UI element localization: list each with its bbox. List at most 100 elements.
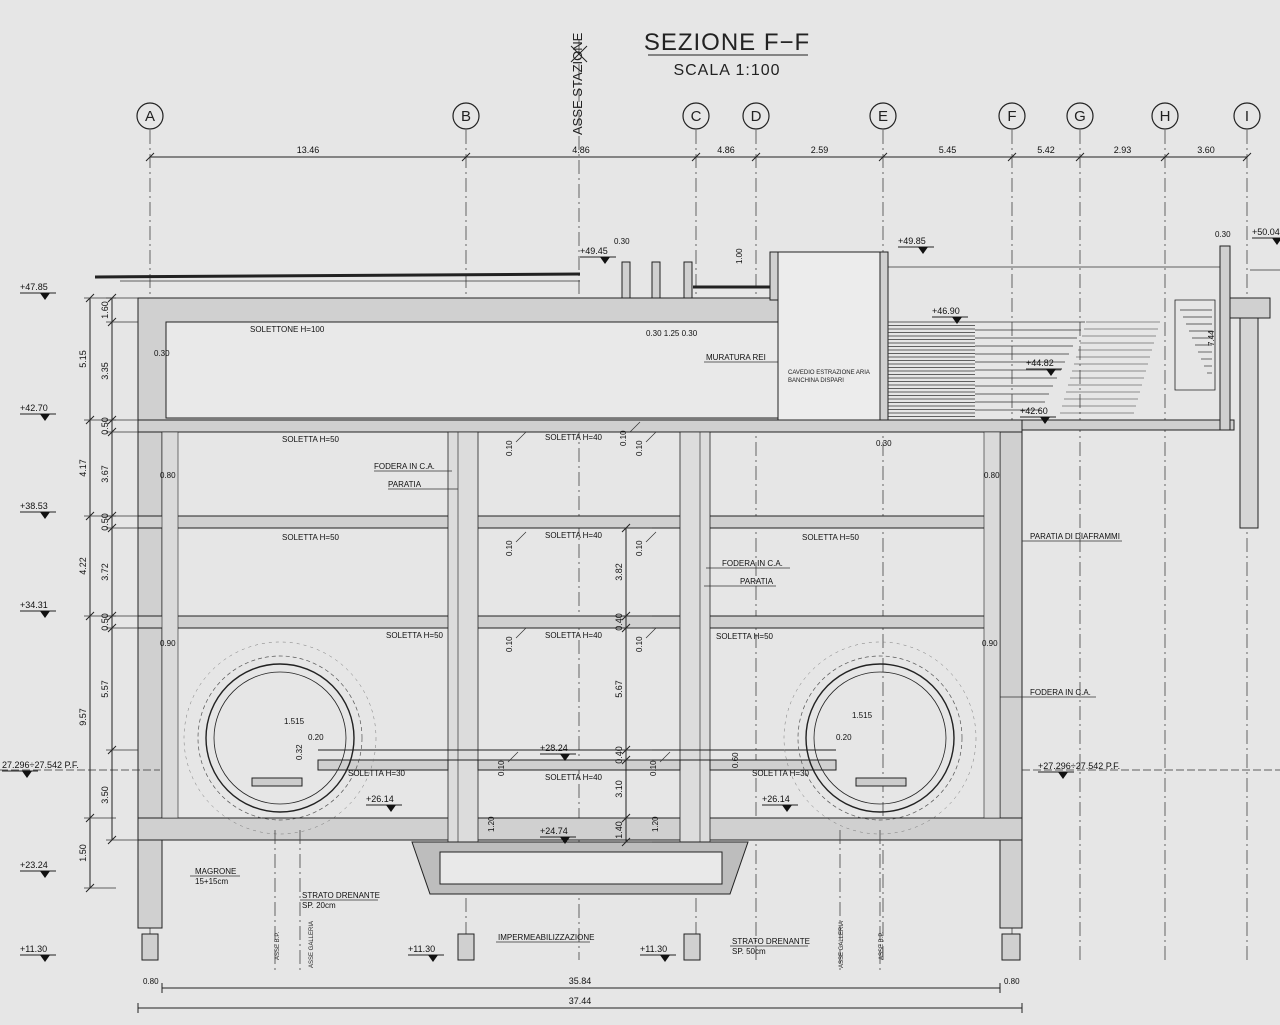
grid-label-4: E xyxy=(878,108,888,125)
label-strato-drenante-2: STRATO DRENANTE xyxy=(732,937,810,946)
label-cavedio-1: CAVEDIO ESTRAZIONE ARIA xyxy=(788,370,870,376)
dim-090-left: 0.90 xyxy=(160,639,176,648)
dim-010-2: 0.10 xyxy=(505,540,514,556)
pile-b xyxy=(457,933,475,961)
grid-spacing-3: 2.59 xyxy=(811,145,829,155)
dim-010-leader-2 xyxy=(515,531,527,543)
total-inner-width: 35.84 xyxy=(569,976,592,986)
label-magrone-thickness: 15+15cm xyxy=(195,877,228,886)
dim-030-right-top: 0.30 xyxy=(1215,230,1231,239)
right-top-beam xyxy=(1229,297,1271,319)
label-soletta50-a: SOLETTA H=50 xyxy=(282,435,340,444)
grid-spacing-6: 2.93 xyxy=(1114,145,1132,155)
ground-surface xyxy=(94,266,1280,289)
grid-bubble-8 xyxy=(1233,102,1261,130)
grid-bubble-3 xyxy=(742,102,770,130)
dim-030-cavedio: 0.30 xyxy=(876,439,892,448)
dim-010-leader-7 xyxy=(659,751,671,763)
grid-label-6: G xyxy=(1074,108,1086,125)
vdim-mid-value-4: 3.10 xyxy=(614,780,624,798)
dim-060: 0.60 xyxy=(731,752,740,768)
dim-010-leader-0 xyxy=(515,431,527,443)
grid-bubble-2 xyxy=(682,102,710,130)
dim-010-leader-3 xyxy=(645,531,657,543)
grid-bubble-4 xyxy=(869,102,897,130)
label-soletta40-d: SOLETTA H=40 xyxy=(545,773,603,782)
dim-100: 1.00 xyxy=(735,248,744,264)
right-pile xyxy=(1239,317,1259,529)
vdim-inner-value-3: 3.67 xyxy=(100,465,110,483)
vdim-inner-value-5: 3.72 xyxy=(100,563,110,581)
drawing-title: SEZIONE F−F xyxy=(644,29,810,56)
left-liner xyxy=(161,431,179,819)
label-soletta30-a: SOLETTA H=30 xyxy=(348,769,406,778)
pile-f xyxy=(1001,933,1021,961)
right-end-wall xyxy=(1219,245,1231,431)
grid-spacing-7: 3.60 xyxy=(1197,145,1215,155)
vdim-inner-value-6: 0.50 xyxy=(100,613,110,631)
grid-label-8: I xyxy=(1245,108,1249,125)
level-3853-marker xyxy=(40,512,50,519)
level-2614-b-marker xyxy=(782,805,792,812)
level-4945: +49.45 xyxy=(580,246,608,256)
label-soletta50-b: SOLETTA H=50 xyxy=(282,533,340,542)
vdim-outer-value-1: 4.17 xyxy=(78,459,88,477)
level-2729-left: 27.296÷27.542 P.F. xyxy=(2,760,79,770)
label-soletta40-c: SOLETTA H=40 xyxy=(545,631,603,640)
level-4985-marker xyxy=(918,247,928,254)
level-4690: +46.90 xyxy=(932,306,960,316)
dim-090-right: 0.90 xyxy=(982,639,998,648)
level-4270: +42.70 xyxy=(20,403,48,413)
cavedio-right-wall xyxy=(879,251,889,433)
label-fodera-1: FODERA IN C.A. xyxy=(374,462,435,471)
level-4785: +47.85 xyxy=(20,282,48,292)
dim-120-left: 1.20 xyxy=(487,816,496,832)
dim-010-1: 0.10 xyxy=(635,440,644,456)
vdim-inner-value-4: 0.50 xyxy=(100,513,110,531)
station-axis-label: ASSE STAZIONE xyxy=(570,32,585,135)
level-2614-b: +26.14 xyxy=(762,794,790,804)
label-asse-bp-1: ASSE B.P. xyxy=(275,931,281,960)
dim-1515-left: 1.515 xyxy=(284,717,305,726)
dim-010-leader-8 xyxy=(629,421,641,433)
label-soletta50-d: SOLETTA H=50 xyxy=(386,631,444,640)
vdim-mid-value-0: 3.82 xyxy=(614,563,624,581)
level-1130-b-marker xyxy=(428,955,438,962)
right-liner xyxy=(983,431,1001,819)
level-2324: +23.24 xyxy=(20,860,48,870)
dim-010-6: 0.10 xyxy=(497,760,506,776)
label-muratura: MURATURA REI xyxy=(706,353,766,362)
dim-032: 0.32 xyxy=(295,744,304,760)
label-cavedio-2: BANCHINA DISPARI xyxy=(788,378,844,384)
label-strato-thickness-2: SP. 50cm xyxy=(732,947,766,956)
label-paratia-diaframmi: PARATIA DI DIAFRAMMI xyxy=(1030,532,1120,541)
vdim-outer-value-4: 1.50 xyxy=(78,844,88,862)
parapet-right xyxy=(683,261,693,299)
grid-spacing-0: 13.46 xyxy=(297,145,320,155)
label-soletta40-b: SOLETTA H=40 xyxy=(545,531,603,540)
dim-080-right: 0.80 xyxy=(984,471,1000,480)
stairs xyxy=(888,299,1216,417)
vdim-mid-value-5: 1.40 xyxy=(614,821,624,839)
dim-744: 7.44 xyxy=(1207,330,1216,346)
level-3853: +38.53 xyxy=(20,501,48,511)
dim-010-leader-5 xyxy=(645,627,657,639)
pile-a xyxy=(141,933,159,961)
label-asse-galleria-2: ASSE GALLERIA xyxy=(839,921,845,968)
total-dimensions: 35.84 37.44 xyxy=(137,976,1023,1013)
vdim-inner-value-0: 1.60 xyxy=(100,301,110,319)
dim-010-5: 0.10 xyxy=(635,636,644,652)
small-dimensions: 0.30 0.80 0.80 0.90 0.90 0.30 0.30 0.30 … xyxy=(143,230,1231,986)
label-soletta50-e: SOLETTA H=50 xyxy=(716,632,774,641)
grid-bubble-1 xyxy=(452,102,480,130)
level-2824-marker xyxy=(560,754,570,761)
tunnel-left xyxy=(183,641,377,835)
level-4985: +49.85 xyxy=(898,236,926,246)
grid-spacing-2: 4.86 xyxy=(717,145,735,155)
dim-010-8: 0.10 xyxy=(619,430,628,446)
label-magrone: MAGRONE xyxy=(195,867,236,876)
dim-010-4: 0.10 xyxy=(505,636,514,652)
level-2614-a-marker xyxy=(386,805,396,812)
dim-010-leader-4 xyxy=(515,627,527,639)
label-fodera-2: FODERA IN C.A. xyxy=(722,559,783,568)
